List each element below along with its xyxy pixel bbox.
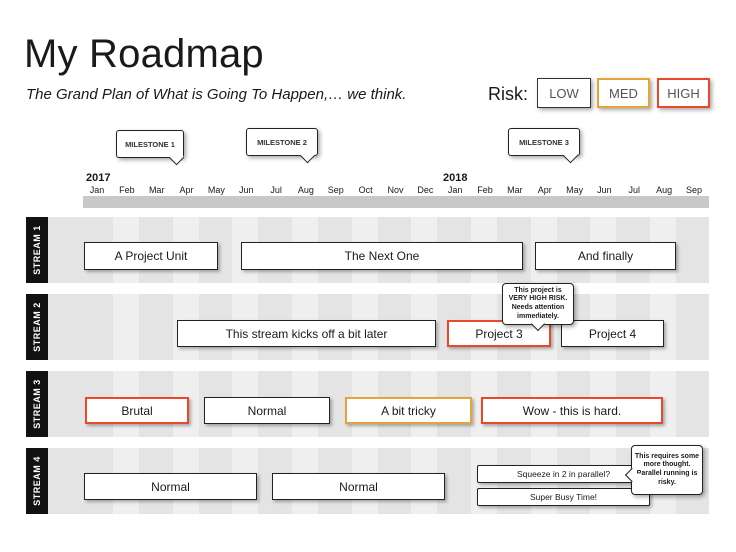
risk-low-box: LOW (537, 78, 591, 108)
month-label: May (207, 185, 225, 195)
month-label: Jul (628, 185, 641, 195)
year-2017-label: 2017 (86, 172, 111, 184)
month-column (112, 294, 139, 360)
month-label: Dec (417, 185, 434, 195)
milestone-1-callout: MILESTONE 1 (116, 130, 184, 158)
month-label: Sep (685, 185, 702, 195)
month-label: Jan (89, 185, 105, 195)
month-label: Feb (119, 185, 135, 195)
stream-4-label: STREAM 4 (26, 448, 48, 514)
normal-bar[interactable]: Normal (272, 473, 445, 500)
timeline-header-bar (83, 196, 709, 208)
stream-2-row: STREAM 2 This stream kicks off a bit lat… (26, 294, 709, 360)
month-label: Aug (297, 185, 314, 195)
month-label: Feb (477, 185, 493, 195)
stream-3-label: STREAM 3 (26, 371, 48, 437)
stream-4-row: STREAM 4 Normal Normal Squeeze in 2 in p… (26, 448, 709, 514)
page-title: My Roadmap (24, 32, 264, 76)
milestone-3-callout: MILESTONE 3 (508, 128, 580, 156)
month-label: Apr (179, 185, 194, 195)
brutal-bar[interactable]: Brutal (85, 397, 189, 424)
month-label: Mar (148, 185, 165, 195)
milestone-2-callout: MILESTONE 2 (246, 128, 318, 156)
and-finally-bar[interactable]: And finally (535, 242, 676, 270)
month-label: Sep (327, 185, 344, 195)
project-4-bar[interactable]: Project 4 (561, 320, 664, 347)
risk-med-box: MED (597, 78, 650, 108)
wow-hard-bar[interactable]: Wow - this is hard. (481, 397, 663, 424)
month-label: Oct (358, 185, 373, 195)
month-label: Jun (238, 185, 254, 195)
risk-high-box: HIGH (657, 78, 710, 108)
kicks-off-later-bar[interactable]: This stream kicks off a bit later (177, 320, 436, 347)
parallel-risk-callout: This requires some more thought. Paralle… (631, 445, 703, 495)
stream-3-row: STREAM 3 Brutal Normal A bit tricky Wow … (26, 371, 709, 437)
month-label: Apr (537, 185, 552, 195)
month-label: Jan (447, 185, 463, 195)
page-subtitle: The Grand Plan of What is Going To Happe… (26, 86, 407, 103)
normal-bar[interactable]: Normal (204, 397, 330, 424)
normal-bar[interactable]: Normal (84, 473, 257, 500)
stream-1-label: STREAM 1 (26, 217, 48, 283)
stream-1-row: STREAM 1 A Project Unit The Next One And… (26, 217, 709, 283)
stream-2-label: STREAM 2 (26, 294, 48, 360)
project-unit-bar[interactable]: A Project Unit (84, 242, 218, 270)
year-2018-label: 2018 (443, 172, 468, 184)
month-label: Jun (597, 185, 612, 195)
month-label: Jul (270, 185, 282, 195)
super-busy-bar[interactable]: Super Busy Time! (477, 488, 650, 506)
high-risk-callout: This project is VERY HIGH RISK. Needs at… (502, 283, 574, 325)
bit-tricky-bar[interactable]: A bit tricky (345, 397, 472, 424)
next-one-bar[interactable]: The Next One (241, 242, 523, 270)
month-label: May (566, 185, 584, 195)
month-label: Nov (387, 185, 404, 195)
month-label: Mar (507, 185, 523, 195)
risk-legend-label: Risk: (488, 84, 528, 104)
month-label: Aug (656, 185, 673, 195)
